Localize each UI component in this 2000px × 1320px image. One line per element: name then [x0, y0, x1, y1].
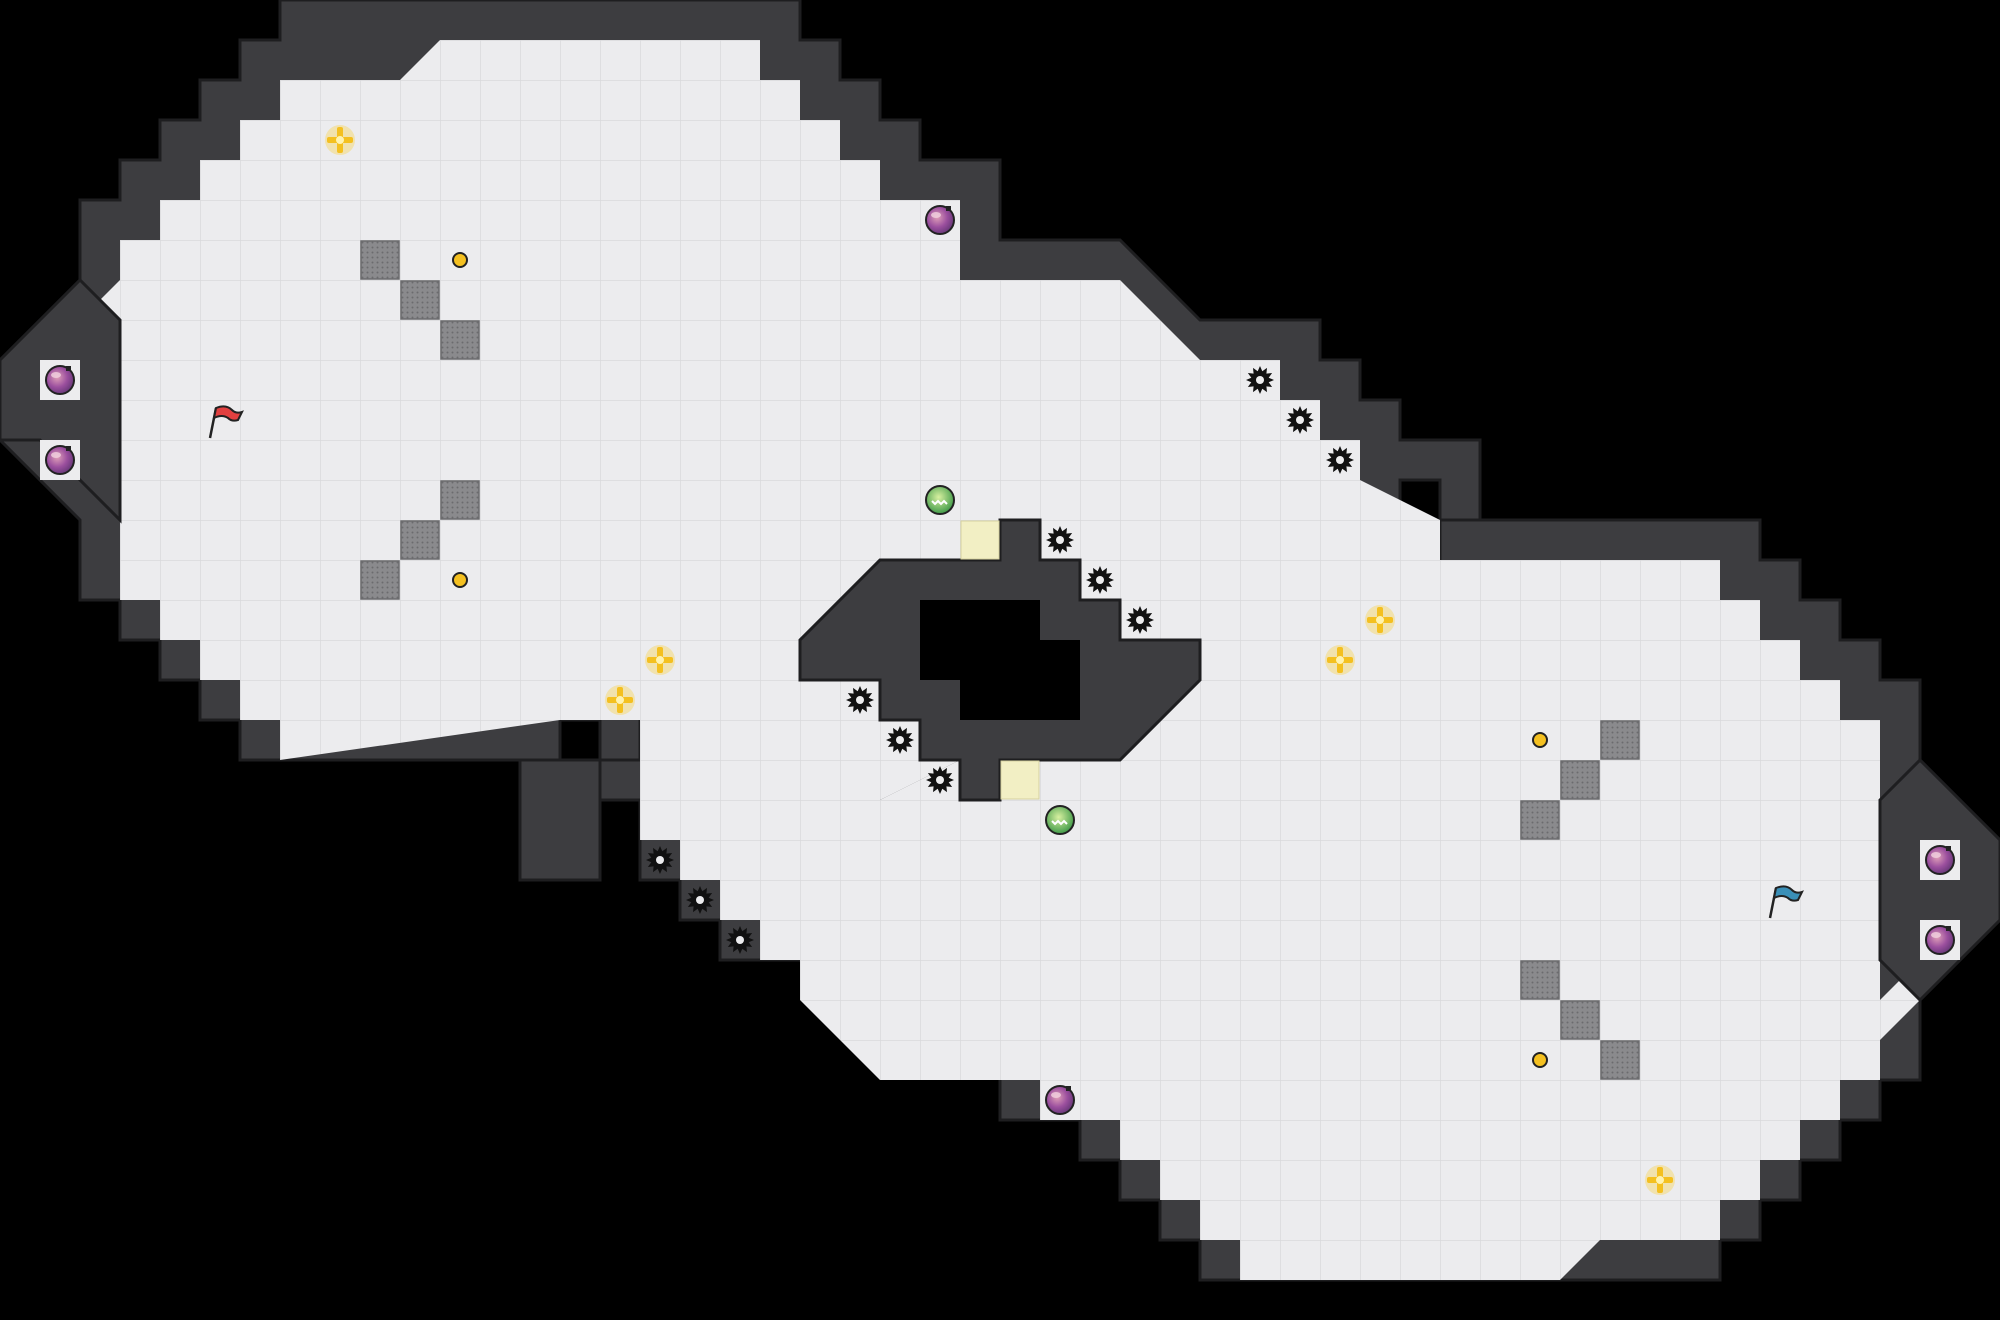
block-tile: [360, 560, 400, 600]
spike-icon: [926, 766, 954, 794]
spike-icon: [1046, 526, 1074, 554]
block-tile: [400, 280, 440, 320]
spike-icon: [886, 726, 914, 754]
boost-icon: [1365, 605, 1395, 635]
block-tile: [400, 520, 440, 560]
block-tile: [1560, 760, 1600, 800]
block-tile: [1600, 720, 1640, 760]
block-tile: [1520, 960, 1560, 1000]
powerup-layer: [925, 485, 1075, 835]
floor-left: [80, 40, 1440, 760]
red-flag-icon: [208, 405, 244, 439]
boost-icon: [645, 645, 675, 675]
blue-flag-icon: [1768, 885, 1804, 919]
boost-icon: [1325, 645, 1355, 675]
bomb-layer: [45, 205, 1955, 1115]
spike-icon: [846, 686, 874, 714]
flag-layer: [208, 405, 1804, 919]
gate-tile: [1000, 760, 1040, 800]
gate-layer: [960, 520, 1040, 800]
bomb-icon: [45, 445, 75, 475]
block-tile: [1560, 1000, 1600, 1040]
token-icon: [1532, 1052, 1548, 1068]
token-layer: [452, 252, 1548, 1068]
center-pit: [920, 600, 1080, 720]
block-tile: [360, 240, 400, 280]
spike-layer: [646, 366, 1354, 954]
floor-right: [640, 560, 1920, 1280]
bomb-icon: [1925, 845, 1955, 875]
bomb-icon: [45, 365, 75, 395]
block-tile: [1520, 800, 1560, 840]
spike-icon: [726, 926, 754, 954]
bomb-icon: [925, 205, 955, 235]
spike-icon: [1126, 606, 1154, 634]
spike-icon: [1326, 446, 1354, 474]
block-tile: [440, 480, 480, 520]
gate-tile: [960, 520, 1000, 560]
bomb-icon: [1045, 1085, 1075, 1115]
block-tile: [440, 320, 480, 360]
spike-icon: [1286, 406, 1314, 434]
boost-icon: [1645, 1165, 1675, 1195]
spike-icon: [646, 846, 674, 874]
powerup-icon: [925, 485, 955, 515]
spike-icon: [1246, 366, 1274, 394]
boost-icon: [605, 685, 635, 715]
bomb-icon: [1925, 925, 1955, 955]
spike-icon: [1086, 566, 1114, 594]
spike-icon: [686, 886, 714, 914]
block-layer: [360, 240, 1640, 1080]
powerup-icon: [1045, 805, 1075, 835]
token-icon: [452, 572, 468, 588]
block-tile: [1600, 1040, 1640, 1080]
boost-icon: [325, 125, 355, 155]
boost-layer: [325, 125, 1675, 1195]
token-icon: [1532, 732, 1548, 748]
token-icon: [452, 252, 468, 268]
